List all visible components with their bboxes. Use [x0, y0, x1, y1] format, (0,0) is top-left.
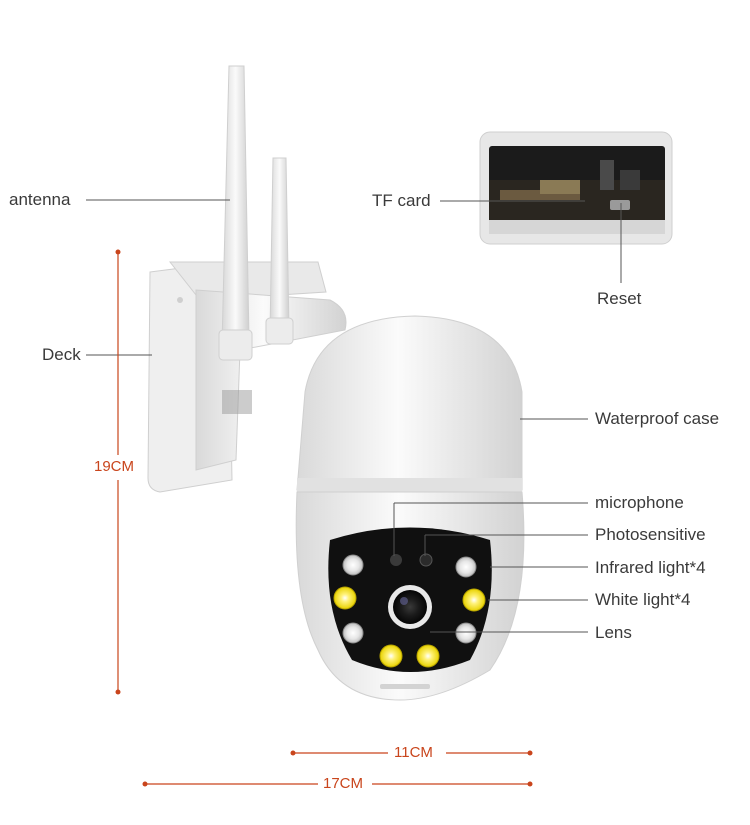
tf-card-label: TF card: [372, 191, 431, 210]
microphone-icon: [390, 554, 402, 566]
lens-icon: [393, 590, 427, 624]
height-dimension-label: 19CM: [94, 458, 135, 475]
photosensitive-sensor-icon: [419, 553, 433, 567]
photosensitive-label: Photosensitive: [595, 525, 706, 544]
waterproof-case-label: Waterproof case: [595, 409, 720, 428]
reset-label: Reset: [597, 289, 642, 308]
infrared-led-icon: [342, 554, 477, 644]
camera-ball: [295, 491, 525, 701]
tf-card-inset: [479, 131, 673, 245]
inner-width-dimension-label: 11CM: [394, 744, 433, 761]
antennas: [218, 65, 294, 361]
antenna-label: antenna: [9, 190, 71, 209]
microphone-label: microphone: [595, 493, 684, 512]
white-light-label: White light*4: [595, 590, 691, 609]
lens-label: Lens: [595, 623, 632, 642]
deck-label: Deck: [42, 345, 81, 364]
dimension-lines: [115, 249, 533, 787]
infrared-light-label: Infrared light*4: [595, 558, 706, 577]
waterproof-case: [296, 315, 523, 492]
white-led-icon: [333, 586, 486, 668]
leader-lines: [86, 199, 622, 633]
outer-width-dimension-label: 17CM: [323, 775, 364, 792]
